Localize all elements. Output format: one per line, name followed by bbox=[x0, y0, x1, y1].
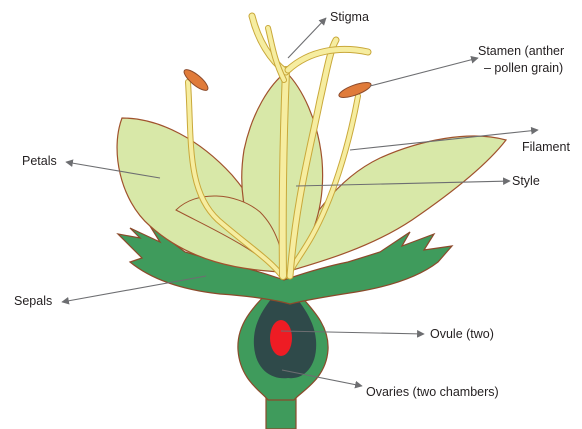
leader-stamen bbox=[370, 58, 478, 86]
leader-sepals bbox=[62, 276, 206, 302]
label-ovule: Ovule (two) bbox=[430, 327, 494, 342]
style-stalk-inner bbox=[283, 70, 286, 276]
label-petals: Petals bbox=[22, 154, 57, 169]
label-style: Style bbox=[512, 174, 540, 189]
label-ovaries: Ovaries (two chambers) bbox=[366, 385, 499, 400]
label-stigma: Stigma bbox=[330, 10, 369, 25]
ovule bbox=[270, 320, 292, 356]
label-stamen-line1: Stamen (anther bbox=[478, 44, 564, 59]
label-stamen-line2: – pollen grain) bbox=[484, 61, 563, 76]
label-filament: Filament bbox=[522, 140, 570, 155]
label-sepals: Sepals bbox=[14, 294, 52, 309]
